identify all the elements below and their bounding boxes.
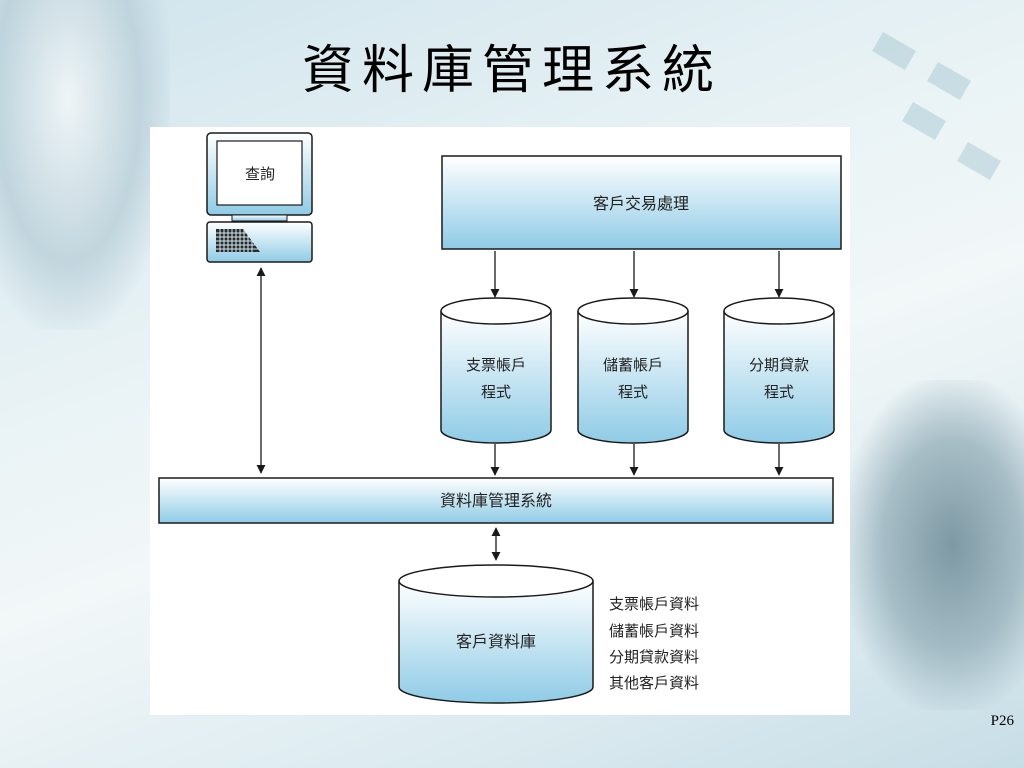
data-item: 分期貸款資料 — [609, 648, 699, 666]
dbms-label: 資料庫管理系統 — [440, 491, 552, 510]
data-item: 儲蓄帳戶資料 — [609, 622, 699, 640]
query-terminal: 查詢 — [206, 132, 313, 263]
data-items-list: 支票帳戶資料 儲蓄帳戶資料 分期貸款資料 其他客戶資料 — [609, 595, 699, 692]
dbms-bar: 資料庫管理系統 — [158, 477, 834, 524]
dbms-bar-rect — [158, 477, 834, 524]
data-item: 其他客戶資料 — [609, 674, 699, 692]
decor-person-silhouette — [844, 380, 1024, 710]
savings-program-cylinder: 儲蓄帳戶 程式 — [577, 297, 689, 444]
loan-program-line1: 分期貸款 — [749, 356, 809, 374]
checking-program-line1: 支票帳戶 — [466, 356, 526, 374]
diagram-panel: 查詢 客戶交易處理 支票帳戶 程式 儲蓄帳戶 程式 — [150, 127, 850, 715]
checking-program-cylinder: 支票帳戶 程式 — [440, 297, 552, 444]
decor-book-image — [0, 0, 170, 330]
transaction-box-rect — [441, 155, 842, 250]
checking-program-line2: 程式 — [481, 383, 511, 401]
customer-transaction-box: 客戶交易處理 — [441, 155, 842, 250]
monitor-screen — [216, 140, 303, 206]
customer-database-cylinder: 客戶資料庫 — [398, 564, 594, 704]
page-number: P26 — [990, 713, 1014, 729]
loan-program-cylinder: 分期貸款 程式 — [723, 297, 835, 444]
decor-hexagon — [957, 141, 1001, 181]
monitor-stand — [231, 214, 288, 222]
database-label: 客戶資料庫 — [456, 632, 536, 651]
loan-program-line2: 程式 — [764, 383, 794, 401]
terminal-label: 查詢 — [245, 165, 275, 183]
decor-hexagon — [902, 101, 946, 141]
dbms-diagram: 查詢 客戶交易處理 支票帳戶 程式 儲蓄帳戶 程式 — [158, 132, 842, 704]
data-item: 支票帳戶資料 — [609, 595, 699, 613]
slide-title: 資料庫管理系統 — [301, 41, 722, 101]
transaction-label: 客戶交易處理 — [593, 194, 689, 213]
savings-program-line2: 程式 — [618, 383, 648, 401]
savings-program-line1: 儲蓄帳戶 — [603, 356, 663, 374]
